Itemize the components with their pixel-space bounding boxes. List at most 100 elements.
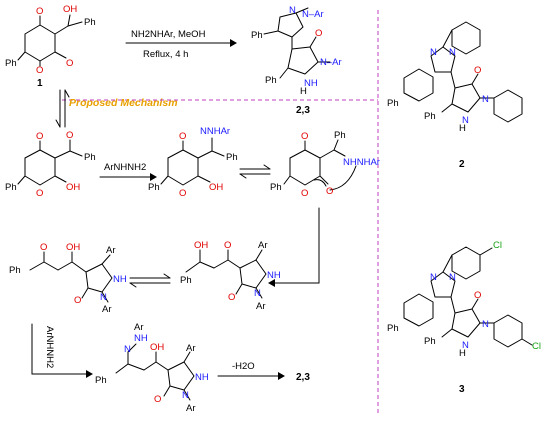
atom-N: N	[482, 94, 489, 105]
compound-label-1: 1	[37, 78, 43, 89]
compound-1	[17, 14, 83, 67]
arrowhead	[86, 370, 93, 378]
group-Ph: Ph	[95, 375, 107, 386]
atom-N: N	[100, 292, 107, 303]
atom-O: O	[36, 188, 43, 199]
atom-O: O	[474, 65, 481, 76]
atom-OH: OH	[66, 242, 80, 253]
group-Ph: Ph	[84, 152, 96, 163]
atom-N: N	[482, 319, 489, 330]
arrowhead	[150, 173, 157, 181]
product-23-top	[263, 7, 331, 79]
arrowhead	[230, 39, 237, 47]
group-Ar: Ar	[256, 301, 266, 312]
group-Ar: Ar	[186, 343, 196, 354]
arrowhead	[278, 372, 285, 380]
intermediate-cyclization	[283, 139, 357, 191]
atom-OH: OH	[66, 182, 80, 193]
intermediate-final	[115, 343, 195, 401]
group-Ph: Ph	[265, 75, 277, 86]
atom-N: N	[449, 47, 456, 58]
intermediate-pyrazolone-b	[185, 249, 267, 299]
group-Ph: Ph	[180, 275, 192, 286]
atom-O: O	[74, 295, 81, 306]
hydrazone-NNHAr: NNHAr	[200, 126, 230, 137]
atom-N: N	[182, 390, 189, 401]
group-Ar: Ar	[106, 245, 116, 256]
reagent-3: ArNHNH2	[44, 326, 55, 368]
intermediate-benzoyl	[17, 139, 83, 186]
atom-O: O	[228, 292, 235, 303]
atom-O: O	[179, 131, 186, 142]
atom-O: O	[66, 58, 73, 69]
atom-NH: NH	[113, 274, 127, 285]
atom-N: N	[430, 272, 437, 283]
reagent-2: ArNHNH2	[104, 162, 146, 173]
atom-O: O	[36, 6, 43, 17]
atom-NH: NH	[195, 372, 209, 383]
atom-NH: N	[462, 340, 469, 351]
group-Ph: Ph	[148, 182, 160, 193]
group-Ph: Ph	[424, 336, 436, 347]
atom-N: N	[449, 272, 456, 283]
atom-O: O	[179, 188, 186, 199]
group-Ph: Ph	[84, 17, 96, 28]
compound-label-2: 2	[459, 159, 465, 170]
atom-OH: OH	[63, 4, 77, 15]
atom-H: H	[459, 123, 466, 134]
group-Ph: Ph	[5, 58, 17, 69]
group-Ar: Ar	[134, 322, 144, 333]
intermediate-hydrazone	[160, 137, 225, 186]
atom-N: N	[254, 288, 261, 299]
atom-O: O	[36, 65, 43, 76]
atom-O: O	[326, 186, 333, 197]
atom-OH: OH	[194, 240, 208, 251]
group-Ph: Ph	[270, 182, 282, 193]
group-Ph: Ph	[424, 111, 436, 122]
condition-reflux: Reflux, 4 h	[143, 49, 188, 60]
atom-NH: N	[462, 115, 469, 126]
atom-OH: OH	[209, 182, 223, 193]
atom-O: O	[474, 290, 481, 301]
atom-H: H	[459, 348, 466, 359]
group-Ph: Ph	[251, 30, 263, 41]
group-Ar: Ar	[258, 240, 268, 251]
atom-H: H	[300, 86, 307, 97]
compound-label-23: 2,3	[296, 105, 310, 116]
product-3	[403, 246, 533, 348]
group-Ph: Ph	[387, 323, 399, 334]
elimination-water: -H2O	[232, 361, 255, 372]
group-Ph: Ph	[387, 98, 399, 109]
atom-N: N	[124, 344, 131, 355]
group-Ar: Ar	[186, 403, 196, 414]
atom-NH: NH	[304, 78, 318, 89]
group-Ar: Ar	[102, 304, 112, 315]
atom-O: O	[154, 394, 161, 405]
reagent-1: NH2NHAr, MeOH	[131, 29, 206, 40]
section-heading: Proposed Mechanism	[69, 97, 178, 109]
atom-O: O	[224, 240, 231, 251]
group-Ph: Ph	[9, 265, 21, 276]
group-Ph: Ph	[334, 130, 346, 141]
atom-Cl: Cl	[493, 240, 502, 251]
atom-Cl: Cl	[532, 341, 541, 352]
atom-O: O	[40, 242, 47, 253]
atom-O: O	[315, 28, 322, 39]
atom-NH: NH	[134, 333, 148, 344]
atom-O: O	[36, 131, 43, 142]
compound-label-3: 3	[459, 384, 465, 395]
arrowhead	[268, 279, 275, 287]
atom-N-Ar: N–Ar	[320, 57, 342, 68]
atom-O: O	[301, 188, 308, 199]
compound-label-23-bottom: 2,3	[296, 372, 310, 383]
atom-O: O	[301, 131, 308, 142]
intermediate-pyrazolone-a	[29, 251, 113, 303]
atom-N: N	[430, 47, 437, 58]
product-2	[403, 21, 523, 123]
atom-N: N–Ar	[302, 9, 324, 20]
atom-N: N	[289, 5, 296, 16]
hydrazone-NHNHAr: NHNHAr	[343, 157, 380, 168]
group-Ph: Ph	[5, 182, 17, 193]
atom-NH: NH	[267, 270, 281, 281]
